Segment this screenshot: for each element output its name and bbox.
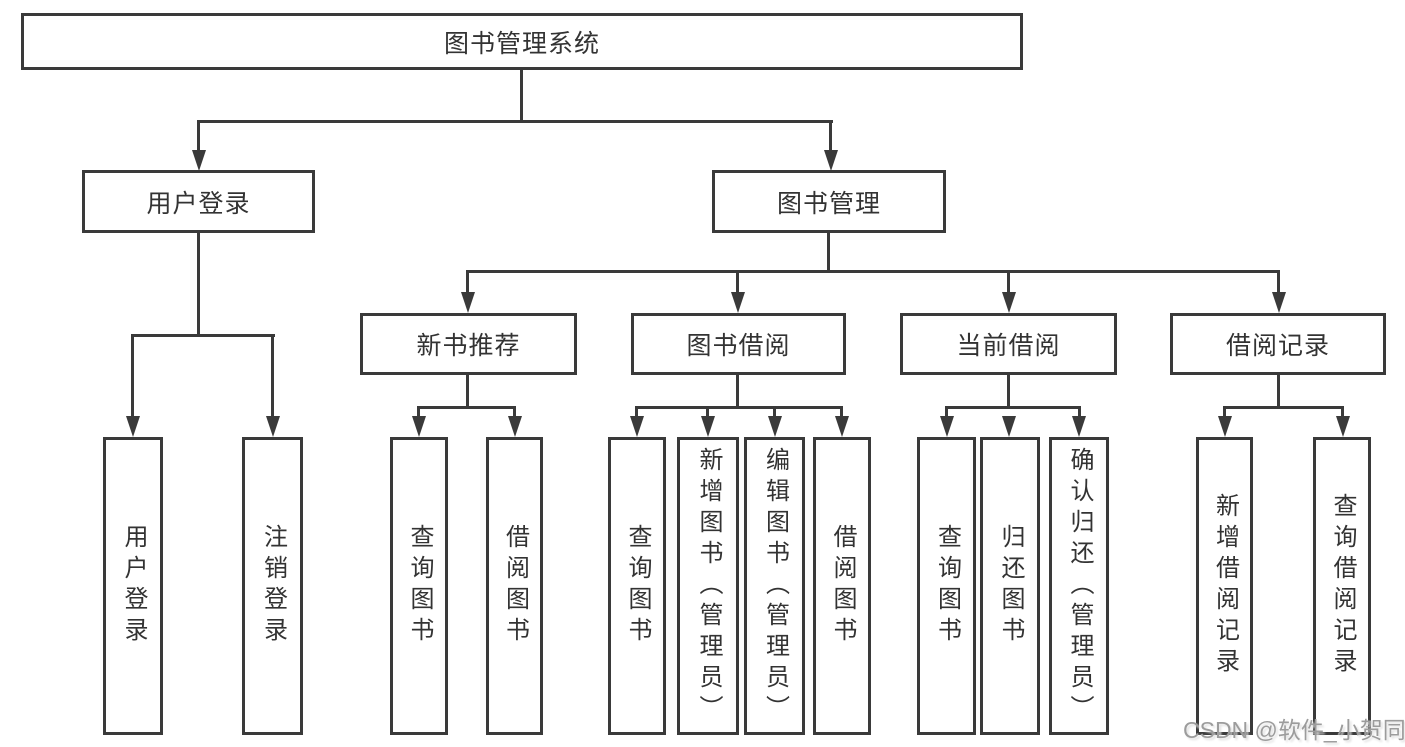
connector xyxy=(520,70,523,123)
arrowhead xyxy=(1072,416,1086,437)
connector xyxy=(131,334,275,337)
leaf-query-books-borrowing: 查询图书 xyxy=(608,437,666,735)
leaf-user-login-label: 用户登录 xyxy=(120,524,147,648)
arrowhead xyxy=(1336,416,1350,437)
leaf-logout-label: 注销登录 xyxy=(259,524,287,648)
connector xyxy=(131,334,134,419)
connector xyxy=(1007,270,1010,295)
connector xyxy=(197,120,200,153)
arrowhead xyxy=(266,416,280,437)
connector xyxy=(1223,406,1344,409)
connector xyxy=(197,233,200,337)
connector xyxy=(840,406,843,419)
connector xyxy=(736,375,739,409)
leaf-add-books-admin: 新增图书（管理员） xyxy=(677,437,739,735)
connector xyxy=(1341,406,1344,419)
connector xyxy=(1223,406,1226,419)
arrowhead xyxy=(126,416,140,437)
connector xyxy=(829,120,832,153)
connector xyxy=(417,406,516,409)
csdn-watermark: CSDN @软件_小贺同学 xyxy=(1183,717,1405,743)
leaf-return-books: 归还图书 xyxy=(980,437,1040,735)
connector xyxy=(1277,375,1280,409)
connector xyxy=(466,270,1280,273)
node-current-borrowing: 当前借阅 xyxy=(900,313,1117,375)
leaf-borrow-books-recommend-label: 借阅图书 xyxy=(501,524,529,648)
arrowhead xyxy=(508,416,522,437)
leaf-borrow-books-recommend: 借阅图书 xyxy=(486,437,543,735)
connector xyxy=(736,270,739,295)
leaf-query-books-recommend: 查询图书 xyxy=(390,437,448,735)
connector xyxy=(635,406,638,419)
leaf-query-borrowing-record: 查询借阅记录 xyxy=(1313,437,1371,735)
connector xyxy=(945,406,948,419)
leaf-confirm-return-admin-label: 确认归还（管理员） xyxy=(1066,446,1093,726)
arrowhead xyxy=(824,150,838,171)
arrowhead xyxy=(940,416,954,437)
arrowhead xyxy=(630,416,644,437)
leaf-borrow-books-label: 借阅图书 xyxy=(829,524,856,648)
node-borrowing-records-label: 借阅记录 xyxy=(1225,332,1330,360)
connector xyxy=(1078,406,1081,419)
connector xyxy=(466,270,469,295)
node-new-book-recommendation-label: 新书推荐 xyxy=(416,332,521,360)
leaf-query-books-borrowing-label: 查询图书 xyxy=(624,524,651,648)
arrowhead xyxy=(731,292,745,313)
leaf-add-books-admin-label: 新增图书（管理员） xyxy=(695,446,722,726)
connector xyxy=(1277,270,1280,295)
arrowhead xyxy=(1002,292,1016,313)
node-new-book-recommendation: 新书推荐 xyxy=(360,313,577,375)
arrowhead xyxy=(461,292,475,313)
node-user-login-label: 用户登录 xyxy=(146,189,251,218)
node-book-borrowing-label: 图书借阅 xyxy=(686,332,791,360)
connector xyxy=(197,120,833,123)
leaf-query-books-current-label: 查询图书 xyxy=(933,524,961,648)
arrowhead xyxy=(768,416,782,437)
node-book-management-label: 图书管理 xyxy=(776,189,881,218)
connector xyxy=(827,233,830,273)
connector xyxy=(1007,375,1010,409)
leaf-return-books-label: 归还图书 xyxy=(997,524,1024,648)
leaf-edit-books-admin-label: 编辑图书（管理员） xyxy=(761,446,789,726)
arrowhead xyxy=(192,150,206,171)
connector xyxy=(466,375,469,409)
leaf-query-books-recommend-label: 查询图书 xyxy=(406,524,433,648)
node-current-borrowing-label: 当前借阅 xyxy=(956,332,1061,360)
arrowhead xyxy=(701,416,715,437)
connector xyxy=(417,406,420,419)
root-node-library-management-system: 图书管理系统 xyxy=(21,13,1023,70)
connector xyxy=(945,406,1081,409)
node-borrowing-records: 借阅记录 xyxy=(1170,313,1386,375)
leaf-query-books-current: 查询图书 xyxy=(917,437,976,735)
node-book-management: 图书管理 xyxy=(712,170,946,233)
leaf-confirm-return-admin: 确认归还（管理员） xyxy=(1049,437,1109,735)
node-user-login: 用户登录 xyxy=(82,170,315,233)
arrowhead xyxy=(1002,416,1016,437)
leaf-user-login: 用户登录 xyxy=(103,437,163,735)
leaf-logout: 注销登录 xyxy=(242,437,303,735)
connector xyxy=(773,406,776,419)
arrowhead xyxy=(412,416,426,437)
leaf-add-borrowing-record: 新增借阅记录 xyxy=(1196,437,1253,735)
root-node-label: 图书管理系统 xyxy=(443,29,600,58)
arrowhead xyxy=(1218,416,1232,437)
leaf-query-borrowing-record-label: 查询借阅记录 xyxy=(1329,493,1356,679)
leaf-borrow-books: 借阅图书 xyxy=(813,437,871,735)
leaf-add-borrowing-record-label: 新增借阅记录 xyxy=(1211,493,1239,679)
arrowhead xyxy=(1272,292,1286,313)
arrowhead xyxy=(835,416,849,437)
connector xyxy=(513,406,516,419)
leaf-edit-books-admin: 编辑图书（管理员） xyxy=(744,437,805,735)
connector xyxy=(706,406,709,419)
connector xyxy=(635,406,843,409)
node-book-borrowing: 图书借阅 xyxy=(631,313,846,375)
connector xyxy=(271,334,274,419)
